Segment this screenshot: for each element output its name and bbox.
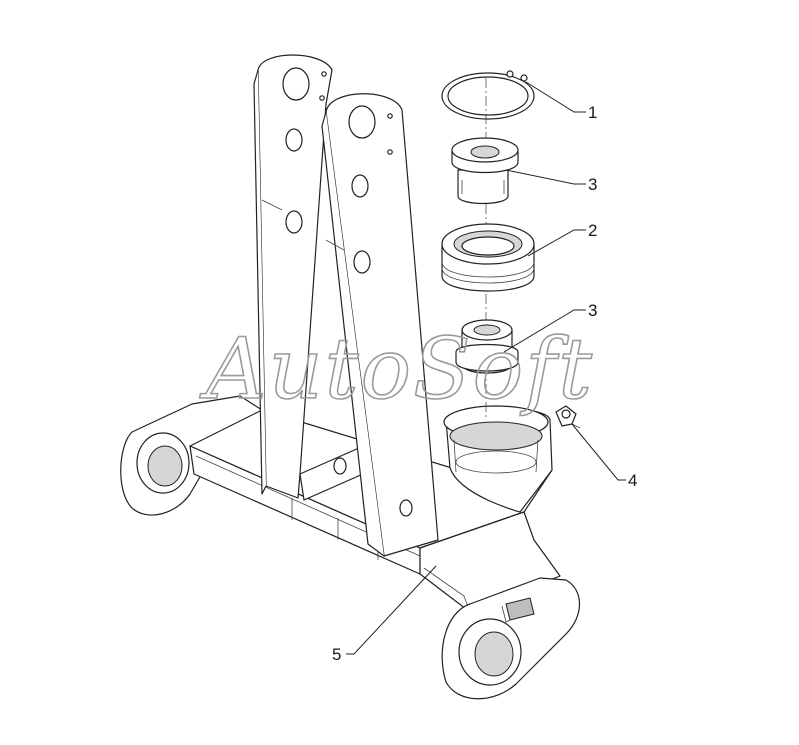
retaining-ring-part [441,70,535,120]
callout-3-lower-label: 3 [588,301,597,320]
bushing-lower-part [455,319,519,374]
callout-1-label: 1 [588,103,597,122]
grease-nipple-part [555,405,581,429]
right-upright-plate [321,93,439,557]
callout-4-label: 4 [628,471,637,490]
callout-leaders [346,81,626,655]
callout-5-label: 5 [332,645,341,664]
callout-2-label: 2 [588,221,597,240]
bearing-part [441,223,535,292]
watermark-text: AutoSoft [199,320,594,418]
base-frame-part [120,395,580,700]
callout-3-upper-label: 3 [588,175,597,194]
left-upright-plate [253,54,373,501]
bushing-upper-part [451,137,519,205]
